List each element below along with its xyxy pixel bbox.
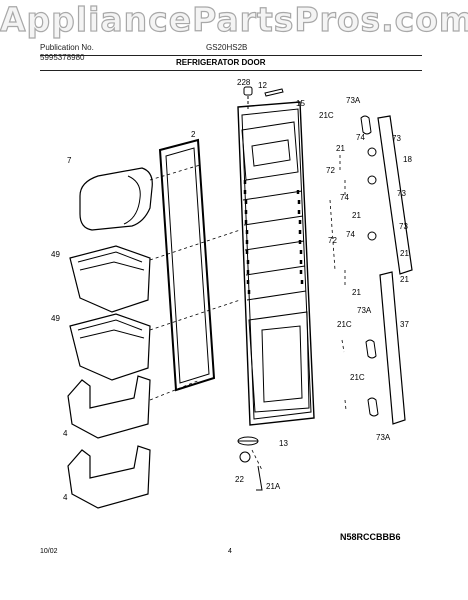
- watermark-logo: AppliancePartsPros.com: [0, 0, 468, 40]
- handle-screws: [367, 147, 377, 241]
- door-shelf-4-upper: [67, 375, 151, 439]
- label-21c-2: 21C: [337, 320, 352, 329]
- door-handle: [377, 115, 413, 425]
- leader-lines: [149, 155, 347, 471]
- top-cap-parts: [243, 86, 284, 110]
- label-21-3: 21: [400, 249, 409, 258]
- label-21c-3: 21C: [350, 373, 365, 382]
- page-number: 4: [228, 548, 232, 555]
- label-73-2: 73: [397, 189, 406, 198]
- handle-mount-bracket-bot: [367, 397, 379, 417]
- label-22: 22: [235, 475, 244, 484]
- door-shelf-4-lower: [67, 445, 151, 509]
- model-number: GS20HS2B: [206, 43, 248, 52]
- label-49-2: 49: [51, 314, 60, 323]
- label-21-2: 21: [352, 211, 361, 220]
- section-title: REFRIGERATOR DOOR: [176, 58, 266, 67]
- handle-mount-bracket-mid: [365, 339, 377, 359]
- label-74-1: 74: [356, 133, 365, 142]
- handle-mount-bracket-top: [360, 115, 372, 135]
- label-15: 15: [296, 99, 305, 108]
- label-7: 7: [67, 156, 72, 165]
- label-73a-bot: 73A: [376, 433, 391, 442]
- label-74-2: 74: [340, 193, 349, 202]
- label-72-2: 72: [328, 236, 337, 245]
- header-rule-bottom: [40, 70, 422, 71]
- label-21-4: 21: [352, 288, 361, 297]
- label-18: 18: [403, 155, 412, 164]
- door-gasket: [158, 138, 216, 392]
- hinge-parts: [237, 436, 263, 491]
- label-2: 2: [191, 130, 196, 139]
- label-73a-top: 73A: [346, 96, 361, 105]
- label-73a-mid: 73A: [357, 306, 372, 315]
- footer-date: 10/02: [40, 548, 58, 555]
- label-74-3: 74: [346, 230, 355, 239]
- label-228: 228: [237, 78, 251, 87]
- label-21a: 21A: [266, 482, 281, 491]
- label-4-2: 4: [63, 493, 68, 502]
- door-outer-panel: [237, 101, 315, 426]
- header-rule-top: [40, 55, 422, 56]
- label-73-1: 73: [392, 134, 401, 143]
- label-12: 12: [258, 81, 267, 90]
- door-bin-49-lower: [69, 313, 151, 381]
- label-73-3: 73: [399, 222, 408, 231]
- label-4-1: 4: [63, 429, 68, 438]
- label-13: 13: [279, 439, 288, 448]
- bin-item-7: [79, 167, 153, 231]
- diagram-code: N58RCCBBB6: [340, 532, 401, 542]
- publication-label: Publication No.: [40, 43, 94, 52]
- publication-number: 5995378980: [40, 53, 85, 62]
- label-37: 37: [400, 320, 409, 329]
- label-21-5: 21: [400, 275, 409, 284]
- label-72-1: 72: [326, 166, 335, 175]
- door-bin-49-upper: [69, 245, 151, 313]
- label-21-1: 21: [336, 144, 345, 153]
- label-21c-1: 21C: [319, 111, 334, 120]
- label-49-1: 49: [51, 250, 60, 259]
